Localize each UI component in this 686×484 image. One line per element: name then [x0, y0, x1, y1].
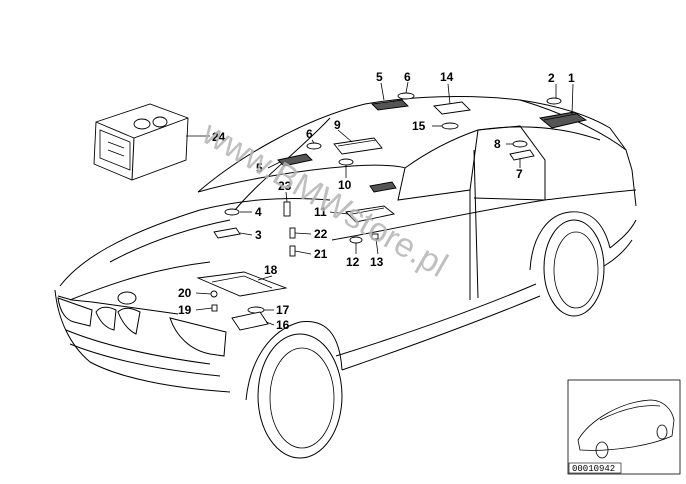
- part-light-7: [509, 149, 535, 161]
- callout-19: 19: [178, 303, 192, 317]
- part-cover-plate-18: [196, 271, 288, 297]
- callout-14: 14: [440, 70, 454, 84]
- thumbnail-inset: 00010942: [567, 379, 681, 475]
- part-clip-19: [211, 304, 218, 312]
- callout-24: 24: [212, 130, 226, 144]
- callout-7: 7: [516, 167, 523, 181]
- part-bulb-4: [224, 208, 240, 216]
- callout-5-mid: 5: [256, 161, 263, 175]
- part-bulb-10: [338, 158, 354, 166]
- callout-6-top: 6: [404, 70, 411, 84]
- car-outline: [54, 96, 637, 459]
- part-bulb-6-mid: [306, 142, 322, 150]
- callout-10: 10: [338, 178, 352, 192]
- callout-2: 2: [548, 71, 555, 85]
- callout-18: 18: [264, 263, 278, 277]
- callout-21: 21: [314, 247, 328, 261]
- callout-6-mid: 6: [306, 127, 313, 141]
- callout-numbers: 1 2 3 4 5 5 6 6 7 8 9 10 11 12 13 14 15 …: [178, 70, 575, 332]
- callout-12: 12: [346, 255, 360, 269]
- part-bulb-6-top: [397, 92, 415, 100]
- callout-8: 8: [494, 137, 501, 151]
- part-clip-13: [371, 233, 379, 240]
- part-bulb-17: [247, 306, 265, 314]
- part-bulb-23: [283, 201, 291, 217]
- reference-number: 00010942: [572, 464, 615, 474]
- part-lens-5-top: [371, 99, 409, 111]
- part-bulb-15: [441, 122, 459, 130]
- callout-15: 15: [412, 119, 426, 133]
- part-lens-5-mid: [277, 153, 313, 167]
- part-interior-light-14: [433, 101, 471, 115]
- callout-11: 11: [314, 205, 327, 219]
- callout-5-top: 5: [376, 70, 383, 84]
- callout-17: 17: [276, 303, 290, 317]
- part-module-11: [345, 205, 396, 223]
- part-light-16: [231, 311, 269, 331]
- callout-9: 9: [334, 118, 341, 132]
- callout-1: 1: [568, 71, 575, 85]
- callout-13: 13: [370, 255, 384, 269]
- part-bulb-2: [546, 97, 562, 105]
- callout-23: 23: [278, 179, 292, 193]
- part-light-3: [213, 227, 241, 239]
- leader-lines: [186, 81, 574, 326]
- callout-3: 3: [255, 228, 262, 242]
- part-control-unit: [93, 103, 189, 181]
- callout-16: 16: [276, 318, 290, 332]
- part-reading-light-rear: [538, 111, 588, 129]
- part-clip-20: [210, 290, 218, 298]
- parts: [93, 92, 588, 331]
- callout-22: 22: [314, 227, 328, 241]
- callout-4: 4: [255, 205, 262, 219]
- callout-20: 20: [178, 286, 192, 300]
- part-connector-11: [369, 181, 397, 193]
- part-bulb-22: [289, 227, 296, 239]
- part-bulb-21: [289, 245, 296, 257]
- part-bulb-8: [512, 140, 528, 148]
- part-interior-light-9: [333, 137, 383, 155]
